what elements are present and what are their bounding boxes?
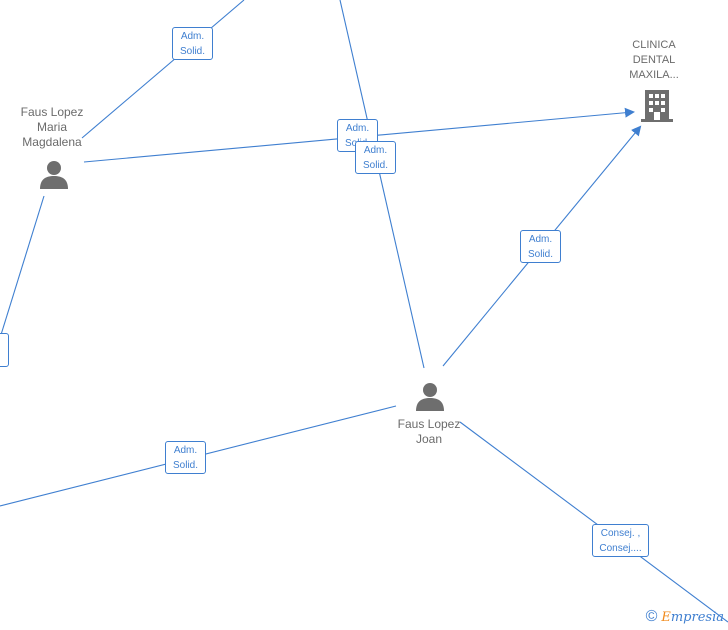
role-badge[interactable]: Adm. Solid. [165, 441, 206, 474]
role-line-2: Solid. [179, 46, 205, 57]
copyright-icon: © [645, 608, 658, 625]
role-badge[interactable]: Adm. Solid. [172, 27, 213, 60]
brand-rest: mpresia [670, 609, 724, 625]
role-badge[interactable]: Consej. , Consej.... [592, 524, 649, 557]
role-badge[interactable]: Adm. Solid. [355, 141, 396, 174]
edge-maria-top [81, 0, 245, 139]
role-badge-partial[interactable] [0, 333, 9, 367]
edge-maria-left [0, 195, 45, 339]
role-line-2: Solid. [527, 249, 553, 260]
role-line-2: Solid. [172, 460, 198, 471]
person-name-joan[interactable]: Faus Lopez Joan [397, 417, 461, 446]
role-line-1: Adm. [528, 234, 553, 245]
role-line-1: Adm. [180, 31, 205, 42]
person-name-maria[interactable]: Faus Lopez Maria Magdalena [20, 105, 84, 149]
edge-top-joan [339, 0, 425, 369]
role-line-1: Adm. [345, 123, 370, 134]
role-line-1: Adm. [173, 445, 198, 456]
brand-footer: © Empresia [646, 608, 724, 626]
role-line-2: Solid. [362, 160, 388, 171]
role-line-2: Consej.... [599, 543, 642, 554]
role-badge[interactable]: Adm. Solid. [520, 230, 561, 263]
edge-joan-bottom-right [459, 421, 728, 623]
person-icon[interactable] [38, 159, 70, 189]
brand-logo: Empresia [661, 610, 724, 625]
building-icon[interactable] [641, 88, 673, 122]
role-line-1: Adm. [363, 145, 388, 156]
company-name[interactable]: CLINICA DENTAL MAXILA... [629, 39, 679, 81]
person-icon[interactable] [414, 381, 446, 411]
role-line-1: Consej. , [600, 528, 641, 539]
brand-initial: E [661, 609, 671, 625]
